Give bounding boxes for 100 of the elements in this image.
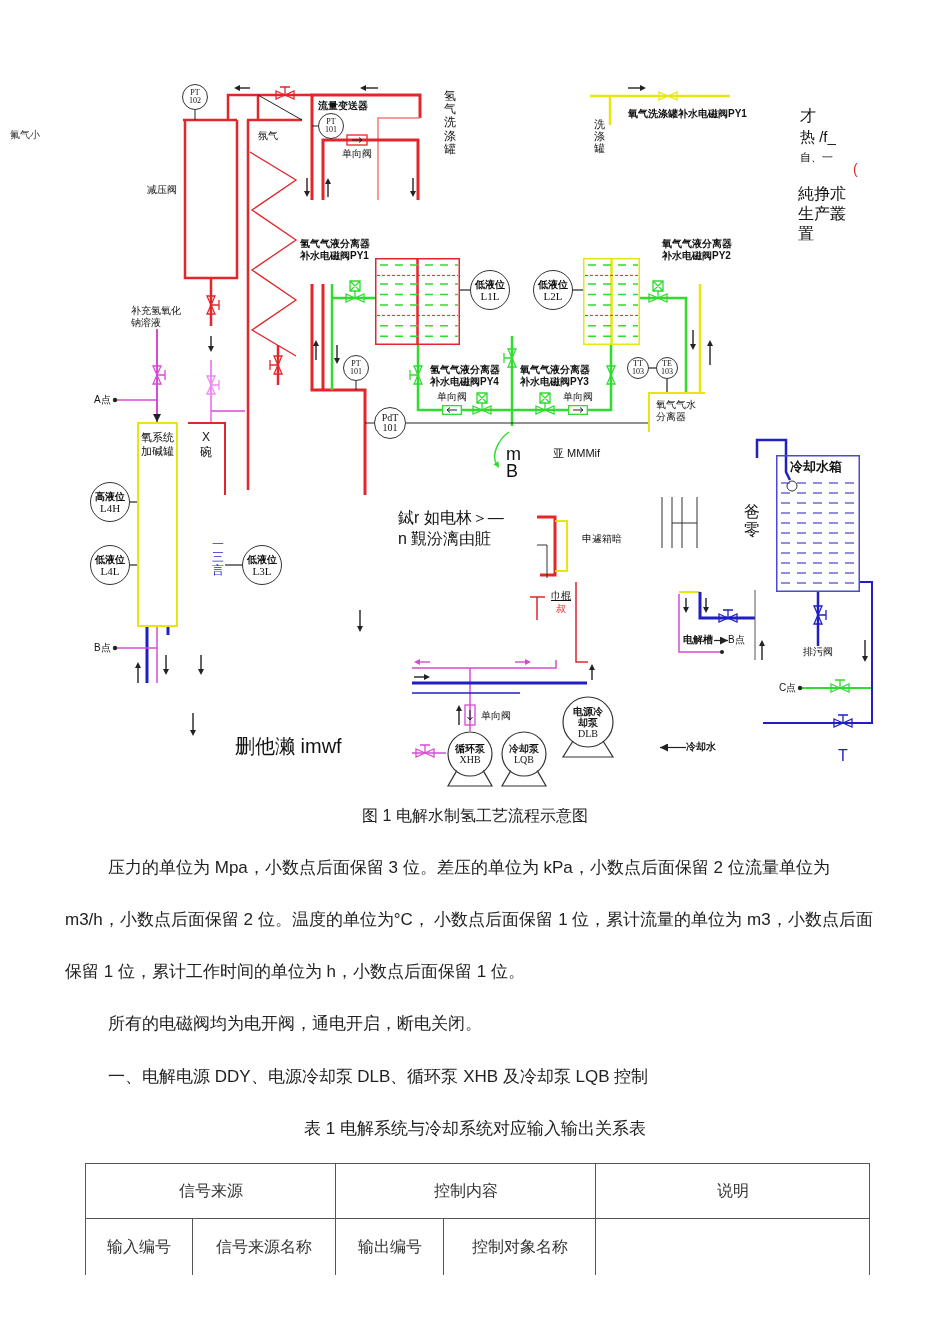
arrow bbox=[659, 743, 687, 752]
pump-name: 循环泵 bbox=[454, 743, 486, 754]
pipe bbox=[112, 645, 158, 651]
instrument-tag: PT 101 bbox=[347, 359, 365, 377]
instrument-label: 流量变送器 bbox=[318, 100, 368, 112]
column-header: 控制内容 bbox=[433, 1181, 498, 1201]
text-fragment: ( bbox=[853, 163, 858, 175]
check-valve-icon bbox=[568, 405, 588, 415]
pipe bbox=[640, 296, 688, 392]
vessel-label: 洗涤罐 bbox=[594, 118, 605, 155]
instrument-name: 高液位 bbox=[95, 490, 125, 502]
point-label: A点 bbox=[94, 394, 113, 406]
text-fragment: mB bbox=[506, 446, 522, 480]
connector-line bbox=[666, 378, 668, 393]
arrow bbox=[153, 328, 161, 423]
feed-label: 补充氢氧化钠溶液 bbox=[131, 305, 183, 329]
instrument-tag: L1L bbox=[480, 289, 500, 302]
point-label: 排污阀 bbox=[803, 646, 834, 658]
text-fragment: 才 bbox=[800, 110, 816, 122]
text-fragment: 純挣朮生产叢置 bbox=[798, 184, 847, 244]
connector-line bbox=[648, 367, 657, 369]
vessel-label: 氢气洗涤罐 bbox=[444, 90, 456, 156]
gas-label: 氟气小 bbox=[10, 129, 40, 141]
column-header: 说明 bbox=[716, 1181, 749, 1201]
instrument-tag: L2L bbox=[543, 289, 563, 302]
pipe bbox=[816, 592, 820, 646]
column-header: 输出编号 bbox=[357, 1237, 422, 1257]
gas-label: 氛气 bbox=[258, 130, 278, 142]
text-fragment: T bbox=[838, 748, 848, 764]
alkali-tank bbox=[137, 422, 178, 627]
vertical-label: 一三言 bbox=[212, 538, 224, 578]
instrument-name: 低液位 bbox=[95, 553, 125, 565]
pump-tag: LQB bbox=[514, 754, 534, 765]
instrument-tag: L3L bbox=[252, 564, 272, 577]
point-label: B点 bbox=[94, 642, 113, 654]
pipe bbox=[762, 581, 873, 724]
instrument-name: 低液位 bbox=[247, 553, 277, 565]
valve-label: 氢气气液分离器补水电磁阀PY1 bbox=[300, 238, 371, 262]
arrow bbox=[713, 636, 729, 645]
valve-label: 氧气洗涤罐补水电磁阀PY1 bbox=[628, 108, 747, 120]
valve-label: 氧气气液分离器补水电磁阀PY2 bbox=[662, 238, 733, 262]
pipe bbox=[797, 685, 873, 691]
instrument-tag: TT 103 bbox=[629, 359, 647, 377]
tank-label: 氧系统加碱罐 bbox=[140, 430, 175, 458]
instrument-tag: L4L bbox=[100, 564, 120, 577]
text-fragment: 爸零 bbox=[744, 503, 760, 539]
text-fragment: 申遽箱暗 bbox=[582, 533, 622, 545]
valve-label: 单向阀 bbox=[563, 391, 593, 403]
pipe bbox=[462, 408, 568, 412]
valve-label: 氧气气液分离器补水电磁阀PY3 bbox=[520, 364, 591, 388]
connector-line bbox=[224, 564, 243, 566]
tank-label: 冷却水箱 bbox=[790, 459, 842, 475]
valve-label: 氢气气液分离器补水电磁阀PY4 bbox=[430, 364, 501, 388]
vessel-label: X 碗 bbox=[199, 430, 213, 460]
pump-name: 冷却泵 bbox=[508, 743, 540, 754]
pipe bbox=[588, 345, 613, 412]
column-header: 信号来源 bbox=[178, 1181, 243, 1201]
text-fragment: 亚 MMMif bbox=[553, 447, 601, 459]
text-fragment: 叔 bbox=[556, 603, 566, 615]
connector-line bbox=[459, 289, 471, 291]
separator-vessel bbox=[648, 392, 705, 432]
separator-tank bbox=[375, 258, 460, 345]
column-header: 信号来源名称 bbox=[216, 1237, 312, 1257]
vessel-outline bbox=[188, 422, 226, 495]
instrument-tag: PT 102 bbox=[186, 88, 204, 106]
valve-label: 减压阀 bbox=[147, 184, 177, 196]
point-label: B点 bbox=[728, 634, 747, 646]
pipe bbox=[112, 397, 158, 403]
check-valve-icon bbox=[442, 405, 462, 415]
flow-label: 电解槽 bbox=[683, 634, 714, 646]
table-title: 表 1 电解系统与冷却系统对应输入输出关系表 bbox=[304, 1118, 646, 1140]
column-header: 输入编号 bbox=[107, 1237, 171, 1257]
instrument-tag: PdT 101 bbox=[378, 412, 402, 434]
instrument-tag: PT 101 bbox=[322, 117, 340, 135]
text-fragment: 热 /f_ bbox=[800, 131, 836, 143]
valve-label: 单向阀 bbox=[481, 710, 511, 722]
connector-line bbox=[129, 501, 138, 503]
connector-line bbox=[129, 564, 138, 566]
connector-line bbox=[572, 289, 584, 291]
paragraph: 所有的电磁阀均为电开阀，通电开启，断电关闭。 bbox=[108, 1013, 482, 1035]
valve-label: 单向阀 bbox=[437, 391, 467, 403]
separator-tank bbox=[583, 258, 640, 345]
text-fragment: 鋱r 如电林＞— bbox=[398, 512, 504, 524]
text-fragment: 巾棍 bbox=[551, 590, 571, 602]
pump-name: 电源冷却泵 bbox=[572, 705, 604, 728]
point-label: C点 bbox=[779, 682, 798, 694]
section-heading: 一、电解电源 DDY、电源冷却泵 DLB、循环泵 XHB 及冷却泵 LQB 控制 bbox=[108, 1066, 649, 1088]
paragraph: 压力的单位为 Mpa，小数点后面保留 3 位。差压的单位为 kPa，小数点后面保留 2 位流量单位为 m3/h，小数点后面保留 2 位。温度的单位为°C， 小数点后面保留 1 位，累计流量的单位为 m3，小数点后面保留 1 位，累计工作时间的单位为 h，小数点后面保留 1 位。 bbox=[65, 857, 874, 983]
flow-label: 冷却水 bbox=[686, 741, 717, 753]
instrument-tag: TE 103 bbox=[658, 359, 676, 377]
pump-tag: DLB bbox=[578, 727, 598, 739]
connector-line bbox=[405, 422, 649, 424]
vessel-label: 氧气气水分离器 bbox=[656, 399, 697, 423]
valve-label: 单向阀 bbox=[342, 148, 372, 160]
figure-caption: 图 1 电解水制氢工艺流程示意图 bbox=[362, 806, 588, 826]
column-header: 控制对象名称 bbox=[471, 1237, 568, 1257]
instrument-tag: L4H bbox=[99, 501, 121, 514]
pump-tag: XHB bbox=[459, 754, 481, 765]
instrument-name: 低液位 bbox=[538, 278, 568, 290]
text-fragment: 自、一 bbox=[800, 151, 833, 163]
